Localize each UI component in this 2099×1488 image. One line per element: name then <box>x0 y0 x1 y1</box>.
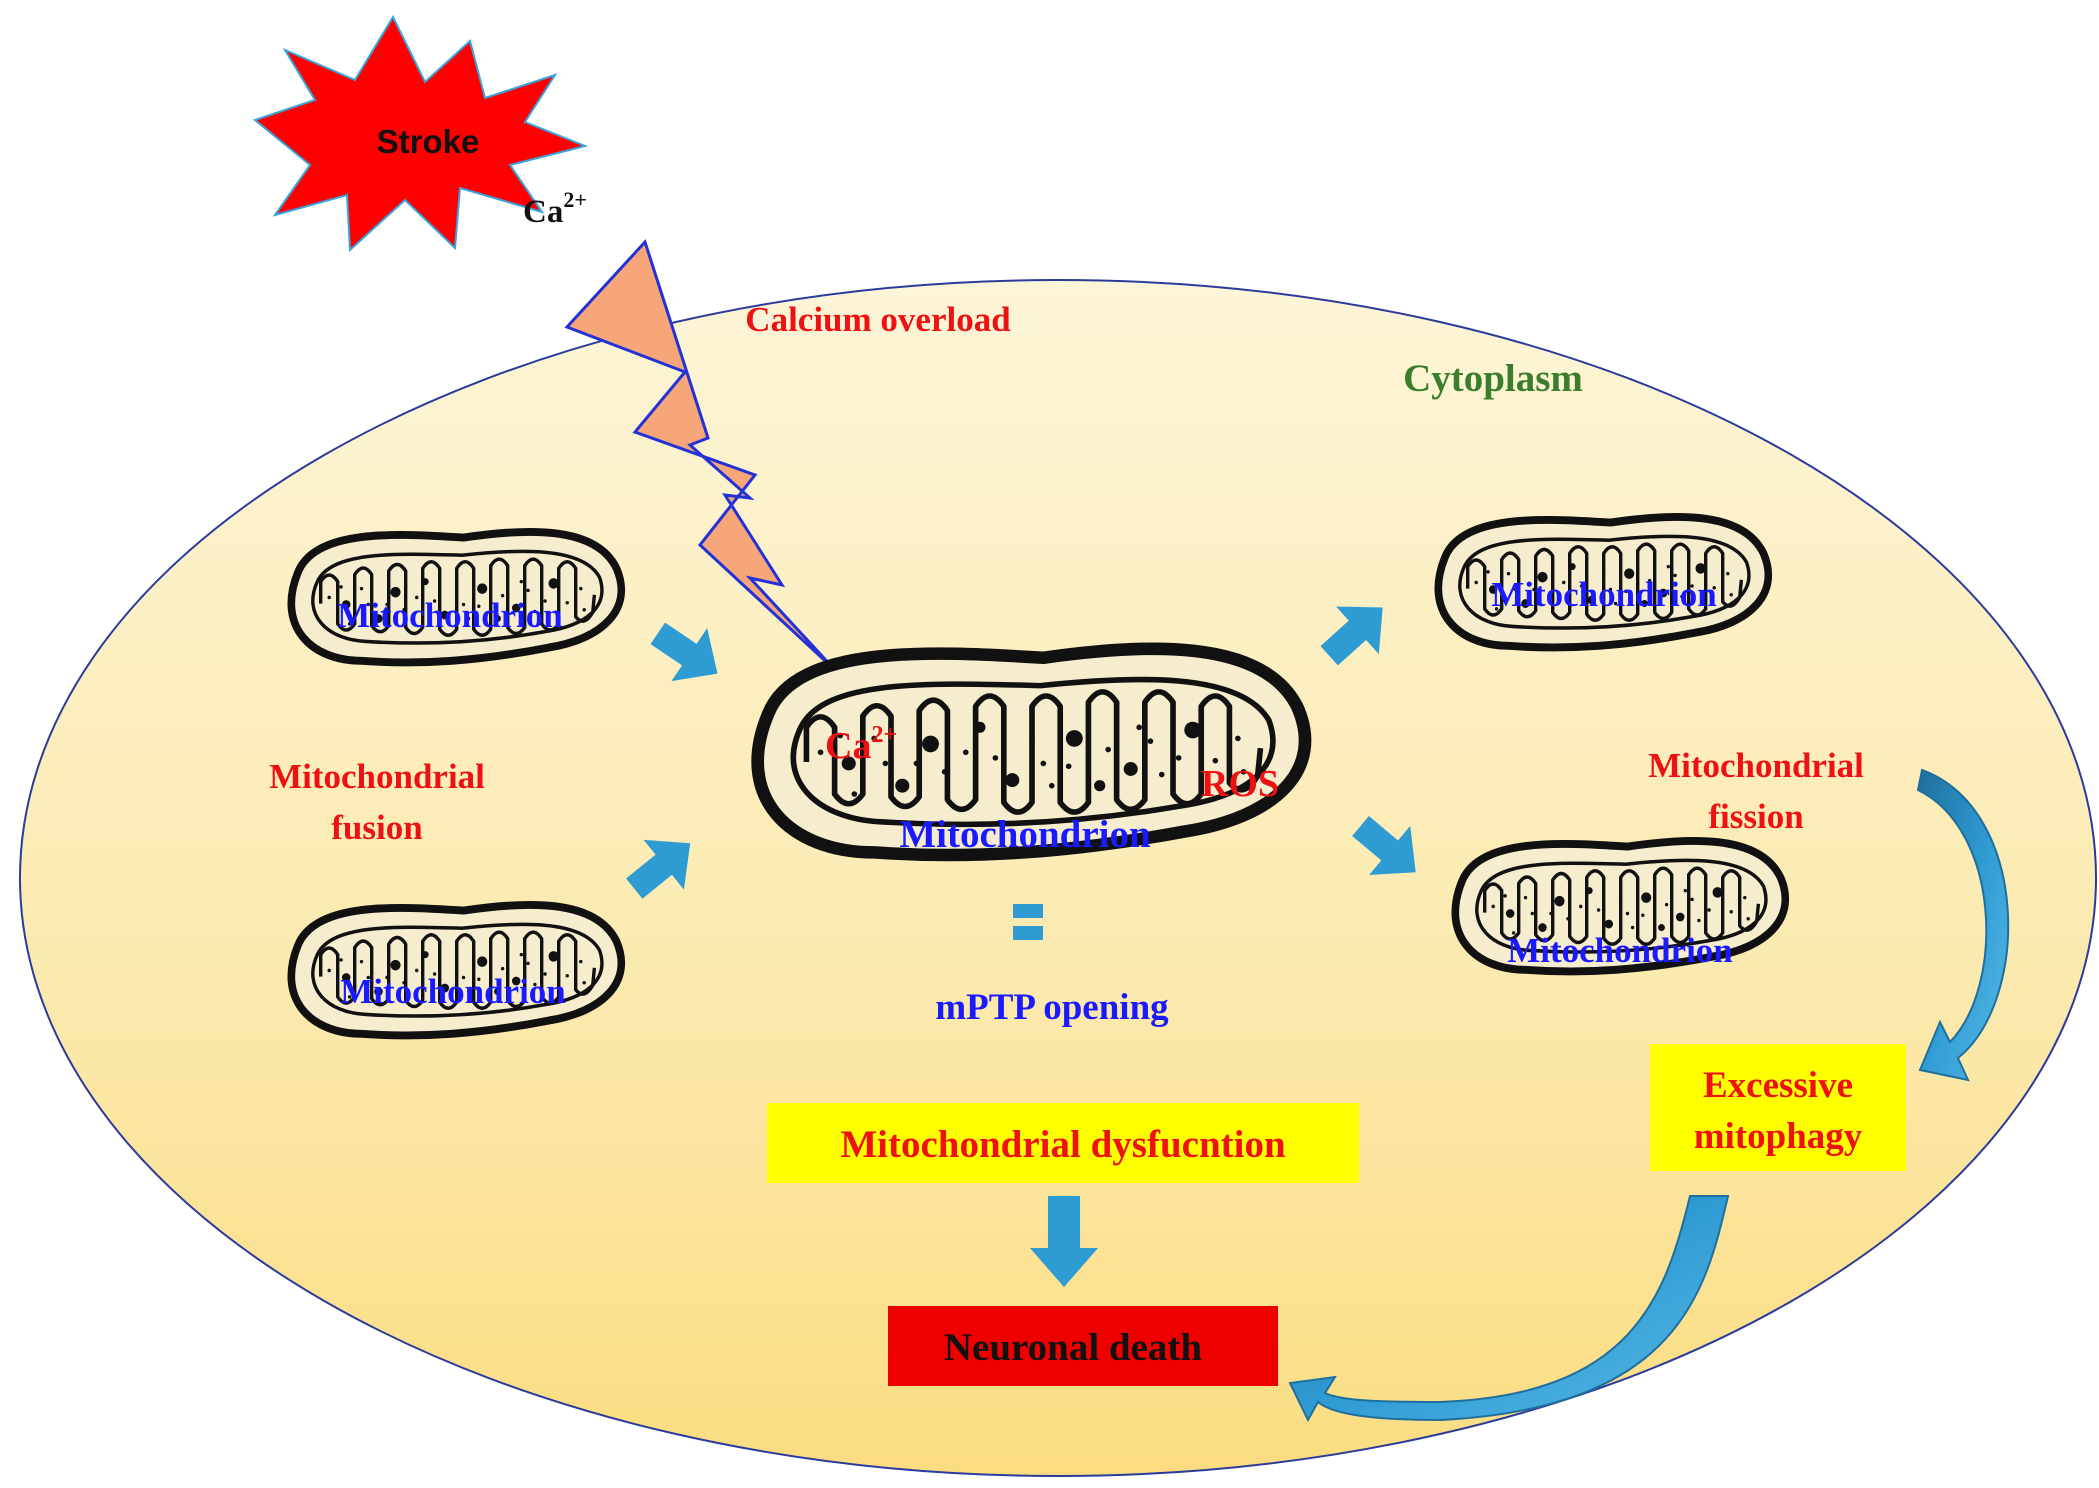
fusion-label-line1: Mitochondrial <box>269 757 485 796</box>
mitochondrion-bottom-left <box>291 905 621 1036</box>
mitochondrion-label-central: Mitochondrion <box>899 813 1151 856</box>
fusion-arrow-bottom-icon <box>626 839 691 899</box>
central-calcium-label: Ca2+ <box>825 722 897 767</box>
fusion-arrow-top-icon <box>650 622 718 682</box>
down-arrow-icon <box>1030 1196 1098 1287</box>
mptp-pore-bar-top <box>1013 904 1043 918</box>
calcium-influx-bolt <box>564 239 837 672</box>
mitochondrion-label-bottom-right: Mitochondrion <box>1507 931 1733 970</box>
mitochondrion-label-top-right: Mitochondrion <box>1491 575 1717 614</box>
dysfunction-box <box>767 1103 1359 1183</box>
cytoplasm-label: Cytoplasm <box>1403 357 1583 400</box>
calcium-overload-label: Calcium overload <box>745 300 1011 339</box>
neuronal-death-box <box>888 1306 1278 1386</box>
mptp-label: mPTP opening <box>935 987 1169 1028</box>
fission-arrow-bottom-icon <box>1352 816 1416 875</box>
calcium-ion-label: Ca2+ <box>523 187 587 230</box>
dysfunction-label: Mitochondrial dysfucntion <box>840 1123 1286 1166</box>
fission-label-line1: Mitochondrial <box>1648 746 1864 785</box>
fission-to-mitophagy-curve-icon <box>1916 768 2010 1082</box>
fusion-label-line2: fusion <box>331 808 422 847</box>
fission-label-line2: fission <box>1708 797 1803 836</box>
mitophagy-to-death-curve-icon <box>1288 1195 1730 1423</box>
stroke-label: Stroke <box>377 123 480 160</box>
mitochondrion-label-top-left: Mitochondrion <box>337 596 563 635</box>
neuronal-death-label: Neuronal death <box>944 1326 1203 1369</box>
fission-arrow-top-icon <box>1320 606 1383 666</box>
mitophagy-box <box>1650 1044 1906 1171</box>
mptp-pore-bar-bottom <box>1013 926 1043 940</box>
mitophagy-label-line1: Excessive <box>1703 1065 1853 1106</box>
mitochondrion-label-bottom-left: Mitochondrion <box>340 972 566 1011</box>
stroke-burst-icon <box>252 14 589 253</box>
ros-label: ROS <box>1201 763 1279 805</box>
mitophagy-label-line2: mitophagy <box>1694 1116 1863 1157</box>
